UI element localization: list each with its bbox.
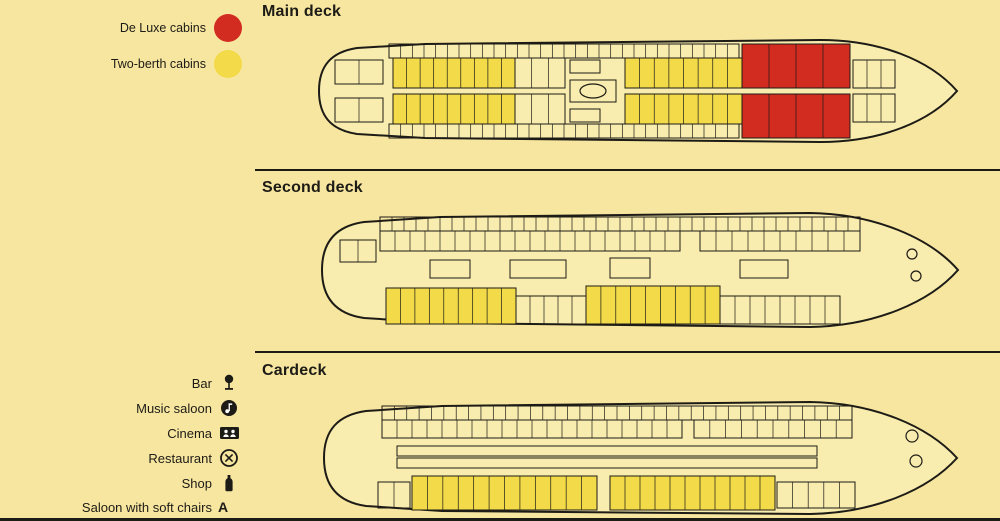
- legend-row-bar: Bar: [0, 371, 246, 395]
- shop-label: Shop: [181, 475, 212, 491]
- legend-row-deluxe: De Luxe cabins: [0, 14, 250, 42]
- bottom-border: [0, 518, 1000, 521]
- legend-row-cinema: Cinema: [0, 421, 246, 445]
- bar-label: Bar: [191, 375, 212, 391]
- two-berth-cabins-label: Two-berth cabins: [110, 57, 206, 71]
- legend-row-shop: Shop: [0, 471, 246, 495]
- restaurant-icon: [218, 447, 242, 469]
- deluxe-cabins-label: De Luxe cabins: [119, 21, 206, 35]
- legend-row-music-saloon: Music saloon: [0, 396, 246, 420]
- cabin-layer: [377, 405, 923, 511]
- section-divider: [255, 169, 1000, 171]
- legend-row-restaurant: Restaurant: [0, 446, 246, 470]
- cinema-label: Cinema: [167, 425, 212, 441]
- main-deck-hull: [317, 38, 959, 144]
- legend-row-saloon: Saloon with soft chairs A: [0, 495, 246, 519]
- second-deck-title: Second deck: [262, 179, 363, 196]
- cabin-layer: [334, 43, 896, 139]
- music-saloon-label: Music saloon: [136, 400, 212, 416]
- bar-icon: [218, 372, 242, 394]
- two-berth-color-swatch: [214, 50, 242, 78]
- second-deck-plan: [320, 211, 960, 329]
- letter-a-marker: A: [218, 499, 229, 515]
- music-saloon-icon: [218, 397, 242, 419]
- legend-row-twoberth: Two-berth cabins: [0, 50, 250, 78]
- main-deck-plan: [317, 38, 959, 144]
- saloon-soft-chairs-label: Saloon with soft chairs: [81, 499, 212, 515]
- cinema-icon: [218, 422, 242, 444]
- shop-icon: [218, 472, 242, 494]
- cardeck-plan: [322, 400, 959, 516]
- restaurant-label: Restaurant: [148, 450, 212, 466]
- cabin-layer: [339, 216, 922, 325]
- deluxe-color-swatch: [214, 14, 242, 42]
- main-deck-title: Main deck: [262, 3, 342, 20]
- section-divider: [255, 351, 1000, 353]
- cardeck-title: Cardeck: [262, 362, 327, 379]
